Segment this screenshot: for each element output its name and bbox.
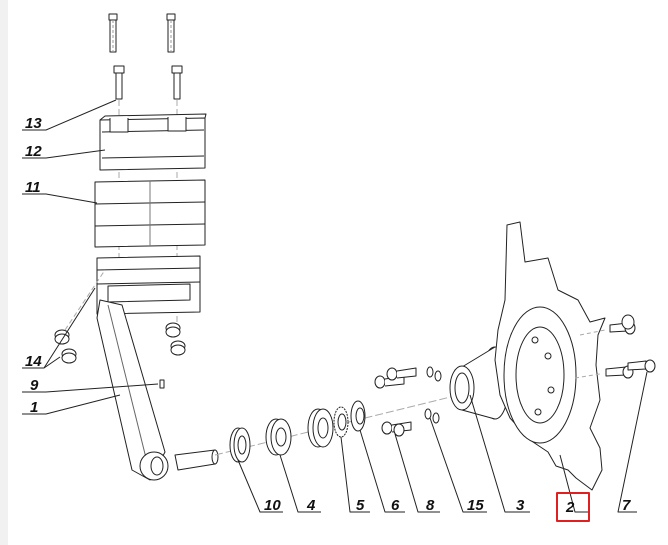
highlight-box-part-2 [556, 492, 590, 522]
label-2: 2 [565, 499, 575, 516]
left-panel-edge [0, 0, 8, 545]
central-block [94, 179, 206, 248]
long-bolts [574, 314, 656, 379]
label-13: 13 [25, 115, 42, 132]
label-14: 14 [25, 353, 42, 370]
label-11: 11 [25, 179, 41, 196]
part-labels: 13 12 11 14 9 1 10 4 5 6 8 15 3 2 7 [25, 115, 631, 516]
label-15: 15 [467, 497, 484, 514]
label-7: 7 [622, 497, 631, 514]
label-10: 10 [264, 497, 281, 514]
leader-lines [22, 99, 648, 513]
label-1: 1 [30, 399, 38, 416]
bearings [229, 400, 366, 463]
label-9: 9 [30, 377, 39, 394]
lower-clamp [96, 255, 201, 315]
label-12: 12 [25, 143, 42, 160]
clamp-top [99, 113, 207, 171]
small-bolts [374, 366, 442, 437]
label-5: 5 [356, 497, 365, 514]
label-4: 4 [306, 497, 316, 514]
arm [96, 299, 169, 481]
nuts [54, 269, 186, 364]
label-3: 3 [516, 497, 525, 514]
label-6: 6 [391, 497, 400, 514]
label-8: 8 [426, 497, 435, 514]
sprocket-disc [494, 221, 606, 491]
